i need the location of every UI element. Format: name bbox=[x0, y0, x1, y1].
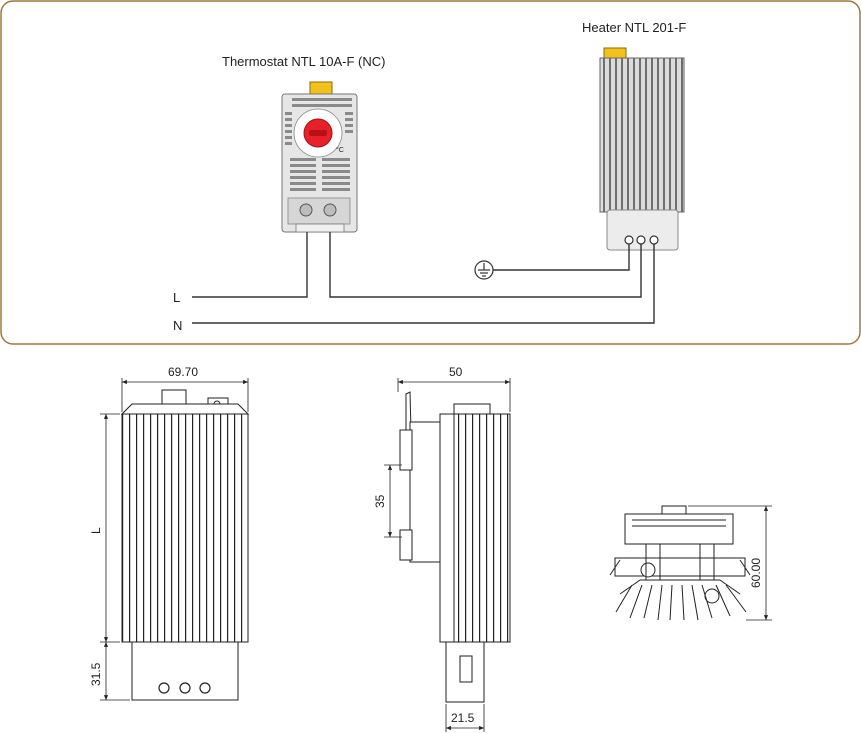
heater-terminal bbox=[649, 235, 659, 245]
end-height-label: 60.00 bbox=[749, 558, 763, 588]
front-width-label: 69.70 bbox=[168, 365, 198, 379]
side-mount-label: 35 bbox=[373, 494, 387, 508]
thermostat-device: °C bbox=[281, 81, 358, 233]
ground-wire bbox=[493, 244, 630, 271]
neutral-label: N bbox=[173, 318, 182, 333]
line-wire bbox=[192, 232, 308, 298]
wiring-panel-frame bbox=[0, 0, 861, 345]
ground-icon bbox=[474, 260, 494, 280]
side-view-drawing bbox=[399, 391, 511, 703]
wiring-lines bbox=[192, 232, 655, 324]
front-height-label: L bbox=[89, 527, 103, 534]
heater-terminal bbox=[636, 235, 646, 245]
neutral-wire bbox=[192, 244, 655, 324]
heater-label: Heater NTL 201-F bbox=[582, 20, 686, 35]
heater-terminal bbox=[624, 235, 634, 245]
front-base-label: 31.5 bbox=[89, 662, 103, 686]
end-view-drawing bbox=[609, 505, 751, 621]
thermostat-label: Thermostat NTL 10A-F (NC) bbox=[222, 54, 386, 69]
line-label: L bbox=[173, 290, 180, 305]
side-foot-label: 21.5 bbox=[451, 711, 475, 725]
dial-unit: °C bbox=[336, 146, 344, 154]
heater-device bbox=[599, 47, 685, 251]
switched-wire bbox=[329, 232, 642, 298]
front-view-drawing bbox=[120, 389, 250, 701]
side-width-label: 50 bbox=[449, 365, 463, 379]
